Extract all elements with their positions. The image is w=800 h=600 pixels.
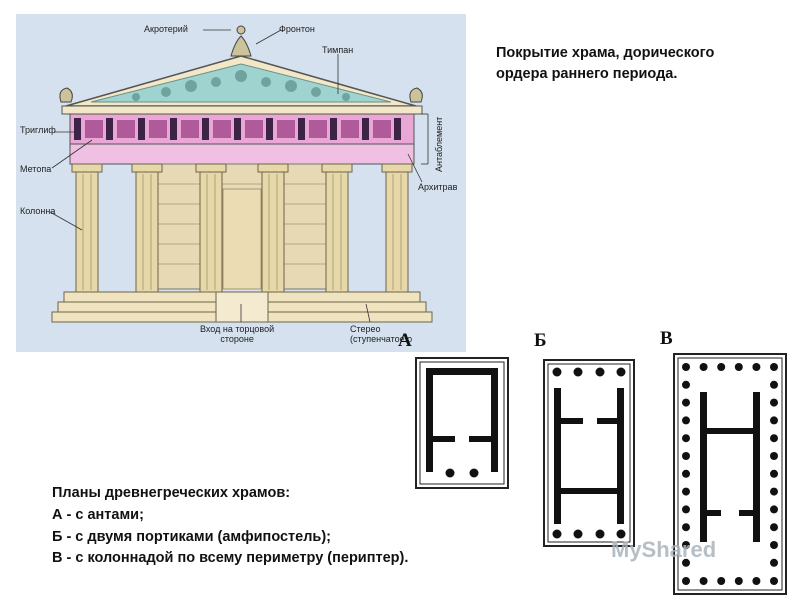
title-line-1: Покрытие храма, дорического xyxy=(496,45,715,61)
column-dot xyxy=(734,363,743,371)
column-dot xyxy=(770,416,778,425)
plan-b-amphiprostyle xyxy=(543,359,635,547)
akroterion-ornament xyxy=(230,25,252,57)
column-dot xyxy=(717,577,726,585)
column-dot xyxy=(682,452,690,460)
column-dot xyxy=(734,577,743,585)
column-dot xyxy=(770,541,778,549)
label-tympanum: Тимпан xyxy=(322,45,354,55)
label-entrance-line2: стороне xyxy=(220,334,254,345)
caption-line-2: А - с антами; xyxy=(52,506,144,523)
label-stereobate: Стерео (ступенчатое о xyxy=(350,324,412,345)
column-dot xyxy=(752,363,761,371)
label-pediment: Фронтон xyxy=(279,24,315,34)
temple-drawing xyxy=(49,25,433,323)
column-dot xyxy=(699,577,708,585)
label-entrance-line1: Вход на торцовой xyxy=(200,324,275,334)
label-stereobate-line2: (ступенчатое о xyxy=(350,334,413,345)
column-dot xyxy=(682,487,690,496)
column-dot xyxy=(682,505,690,514)
plans-caption: Планы древнегреческих храмов: А - с анта… xyxy=(52,483,408,570)
column-dot xyxy=(682,434,690,443)
column-dot xyxy=(682,523,690,532)
column-dot xyxy=(682,558,690,567)
column-dot xyxy=(682,469,690,478)
column-dot xyxy=(752,577,761,585)
plan-v-peripteros xyxy=(673,353,787,595)
column-dot xyxy=(682,380,690,389)
column-dot xyxy=(682,363,690,371)
caption-line-3: Б - с двумя портиками (амфипостель); xyxy=(52,528,331,545)
caption-line-4: В - с колоннадой по всему периметру (пер… xyxy=(52,550,409,567)
peristyle-columns xyxy=(682,363,778,585)
label-akroterion: Акротерий xyxy=(144,24,188,34)
column-dot xyxy=(770,452,778,460)
column-dot xyxy=(770,577,778,585)
label-stereobate-line1: Стерео xyxy=(350,324,381,334)
column-dot xyxy=(770,558,778,567)
architrave xyxy=(69,143,415,165)
temple-illustration: Акротерий Фронтон Тимпан Триглиф Метопа … xyxy=(16,14,466,352)
column-dot xyxy=(770,487,778,496)
plan-letter-b: Б xyxy=(534,330,547,351)
column-dot xyxy=(770,505,778,514)
label-metope: Метопа xyxy=(20,164,52,174)
columns xyxy=(71,163,413,293)
column-dot xyxy=(699,363,708,371)
caption-line-1: Планы древнегреческих храмов: xyxy=(52,485,291,501)
page-title: Покрытие храма, дорического ордера ранне… xyxy=(496,43,714,85)
label-architrave: Архитрав xyxy=(418,182,458,192)
column-dot xyxy=(682,541,690,549)
column-dot xyxy=(682,577,690,585)
label-triglyph: Триглиф xyxy=(20,125,56,135)
column-dot xyxy=(770,469,778,478)
watermark-text: MyShared xyxy=(611,537,717,562)
label-column: Колонна xyxy=(20,206,56,216)
column-dot xyxy=(717,363,726,371)
label-entablature: Антаблемент xyxy=(434,116,444,172)
column-dot xyxy=(770,380,778,389)
label-entrance: Вход на торцовой стороне xyxy=(200,324,274,345)
column-dot xyxy=(682,416,690,425)
column-dot xyxy=(770,363,778,371)
watermark-logo: MyShared xyxy=(611,537,716,563)
column-dot xyxy=(682,398,690,407)
plan-a-antis xyxy=(415,357,509,489)
title-line-2: ордера раннего периода. xyxy=(496,66,678,83)
plan-letter-v: В xyxy=(660,328,673,349)
column-dot xyxy=(770,434,778,443)
column-dot xyxy=(770,523,778,532)
plan-letter-a: А xyxy=(398,330,412,351)
column-dot xyxy=(770,398,778,407)
